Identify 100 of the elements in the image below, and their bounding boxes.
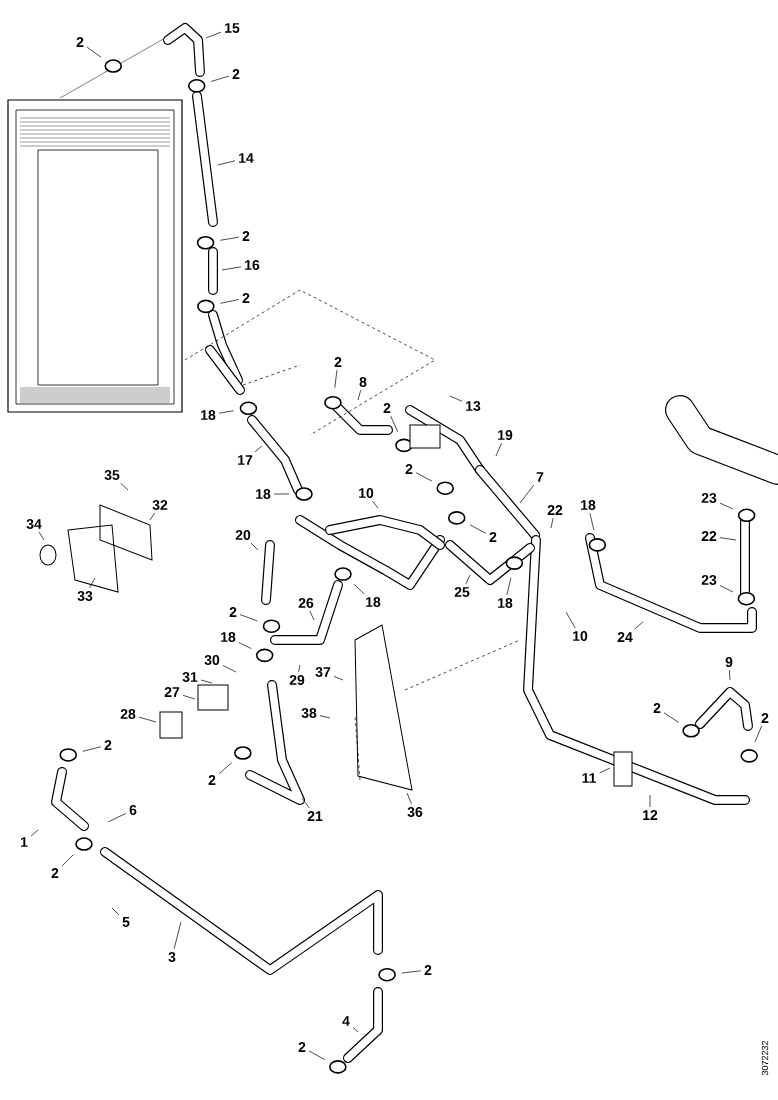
callout-number: 2 [232,69,240,79]
leader-line [390,415,399,433]
callout-number: 18 [221,632,236,642]
callout-number: 9 [725,657,733,667]
callout-number: 18 [366,597,381,607]
leader-line [301,797,310,809]
callout-number: 33 [77,591,93,601]
leader-line [221,266,242,271]
leader-line [120,482,129,491]
callout-number: 5 [122,917,130,927]
leader-line [220,236,240,241]
callout-number: 23 [701,493,717,503]
callout-number: 14 [239,153,254,163]
callout-number: 4 [342,1016,350,1026]
leader-line [38,531,45,541]
leader-line [173,921,182,950]
leader-line [218,762,232,775]
leader-line [210,75,230,82]
leader-line [200,679,213,684]
leader-line [506,577,512,596]
callout-number: 36 [407,807,423,817]
leader-line [565,611,576,629]
leader-line [239,614,258,622]
callout-number: 32 [152,500,168,510]
callout-number: 24 [617,632,633,642]
leader-line [401,970,422,974]
callout-number: 22 [701,531,717,541]
callout-number: 8 [359,377,367,387]
leader-line [357,389,362,401]
leader-line [469,524,487,534]
callout-number: 11 [582,773,596,783]
leader-line [754,725,762,743]
leader-line [250,542,259,551]
callout-number: 34 [26,519,42,529]
leader-line [599,767,611,774]
leader-line [82,746,102,752]
callout-number: 2 [383,403,391,413]
callout-number: 2 [104,740,112,750]
leader-line [519,484,535,504]
callout-number: 28 [120,709,136,719]
leader-line [334,369,338,389]
leader-line [333,676,344,681]
callout-number: 13 [466,401,481,411]
leader-line [729,669,731,681]
leader-line [634,621,644,630]
callout-number: 2 [424,965,432,975]
callout-number: 31 [182,672,198,682]
callout-number: 16 [245,260,260,270]
leader-line [182,695,196,700]
leader-line [719,537,737,541]
callout-number: 22 [547,505,563,515]
callout-number: 27 [164,687,180,697]
leader-line [550,517,554,529]
callout-number: 18 [201,410,216,420]
leader-line [298,664,301,673]
leader-line [238,642,252,649]
callout-number: 10 [573,631,588,641]
leader-line [353,583,365,595]
leader-line [589,512,595,531]
leader-line [449,395,463,402]
callout-number: 10 [359,488,374,498]
leader-line [220,299,240,304]
leader-line [719,585,734,593]
figure-number: 3072232 [761,1040,769,1076]
callout-number: 2 [242,293,250,303]
callout-number: 2 [76,37,84,47]
callout-number: 2 [229,607,237,617]
leader-line [319,715,331,719]
callout-number: 15 [225,23,240,33]
leader-line [254,445,263,453]
callout-number: 25 [454,587,470,597]
callout-number: 2 [489,532,497,542]
callout-number: 21 [307,811,323,821]
callout-number: 35 [104,470,120,480]
callout-number: 23 [701,575,717,585]
callout-number: 12 [643,810,658,820]
leader-line [649,794,651,808]
callout-number: 3 [168,952,176,962]
callout-number: 2 [334,357,342,367]
leader-line [222,665,237,673]
callout-number: 2 [298,1042,306,1052]
callout-number: 19 [498,430,513,440]
callout-number: 2 [653,703,661,713]
callout-number: 1 [21,837,28,847]
callout-number: 2 [51,868,59,878]
callout-number: 17 [238,455,253,465]
leader-line [217,160,236,166]
leader-line [352,1027,359,1033]
leader-line [372,500,379,509]
leader-line [719,502,734,510]
leader-line [465,574,471,585]
leader-line [30,829,39,837]
leader-line [149,512,155,521]
callout-number: 2 [242,231,250,241]
callout-number: 18 [256,489,271,499]
leader-line [663,712,679,723]
callout-number: 37 [315,667,331,677]
callout-number: 26 [298,598,314,608]
callout-number: 29 [289,675,305,685]
leader-line [495,442,502,457]
